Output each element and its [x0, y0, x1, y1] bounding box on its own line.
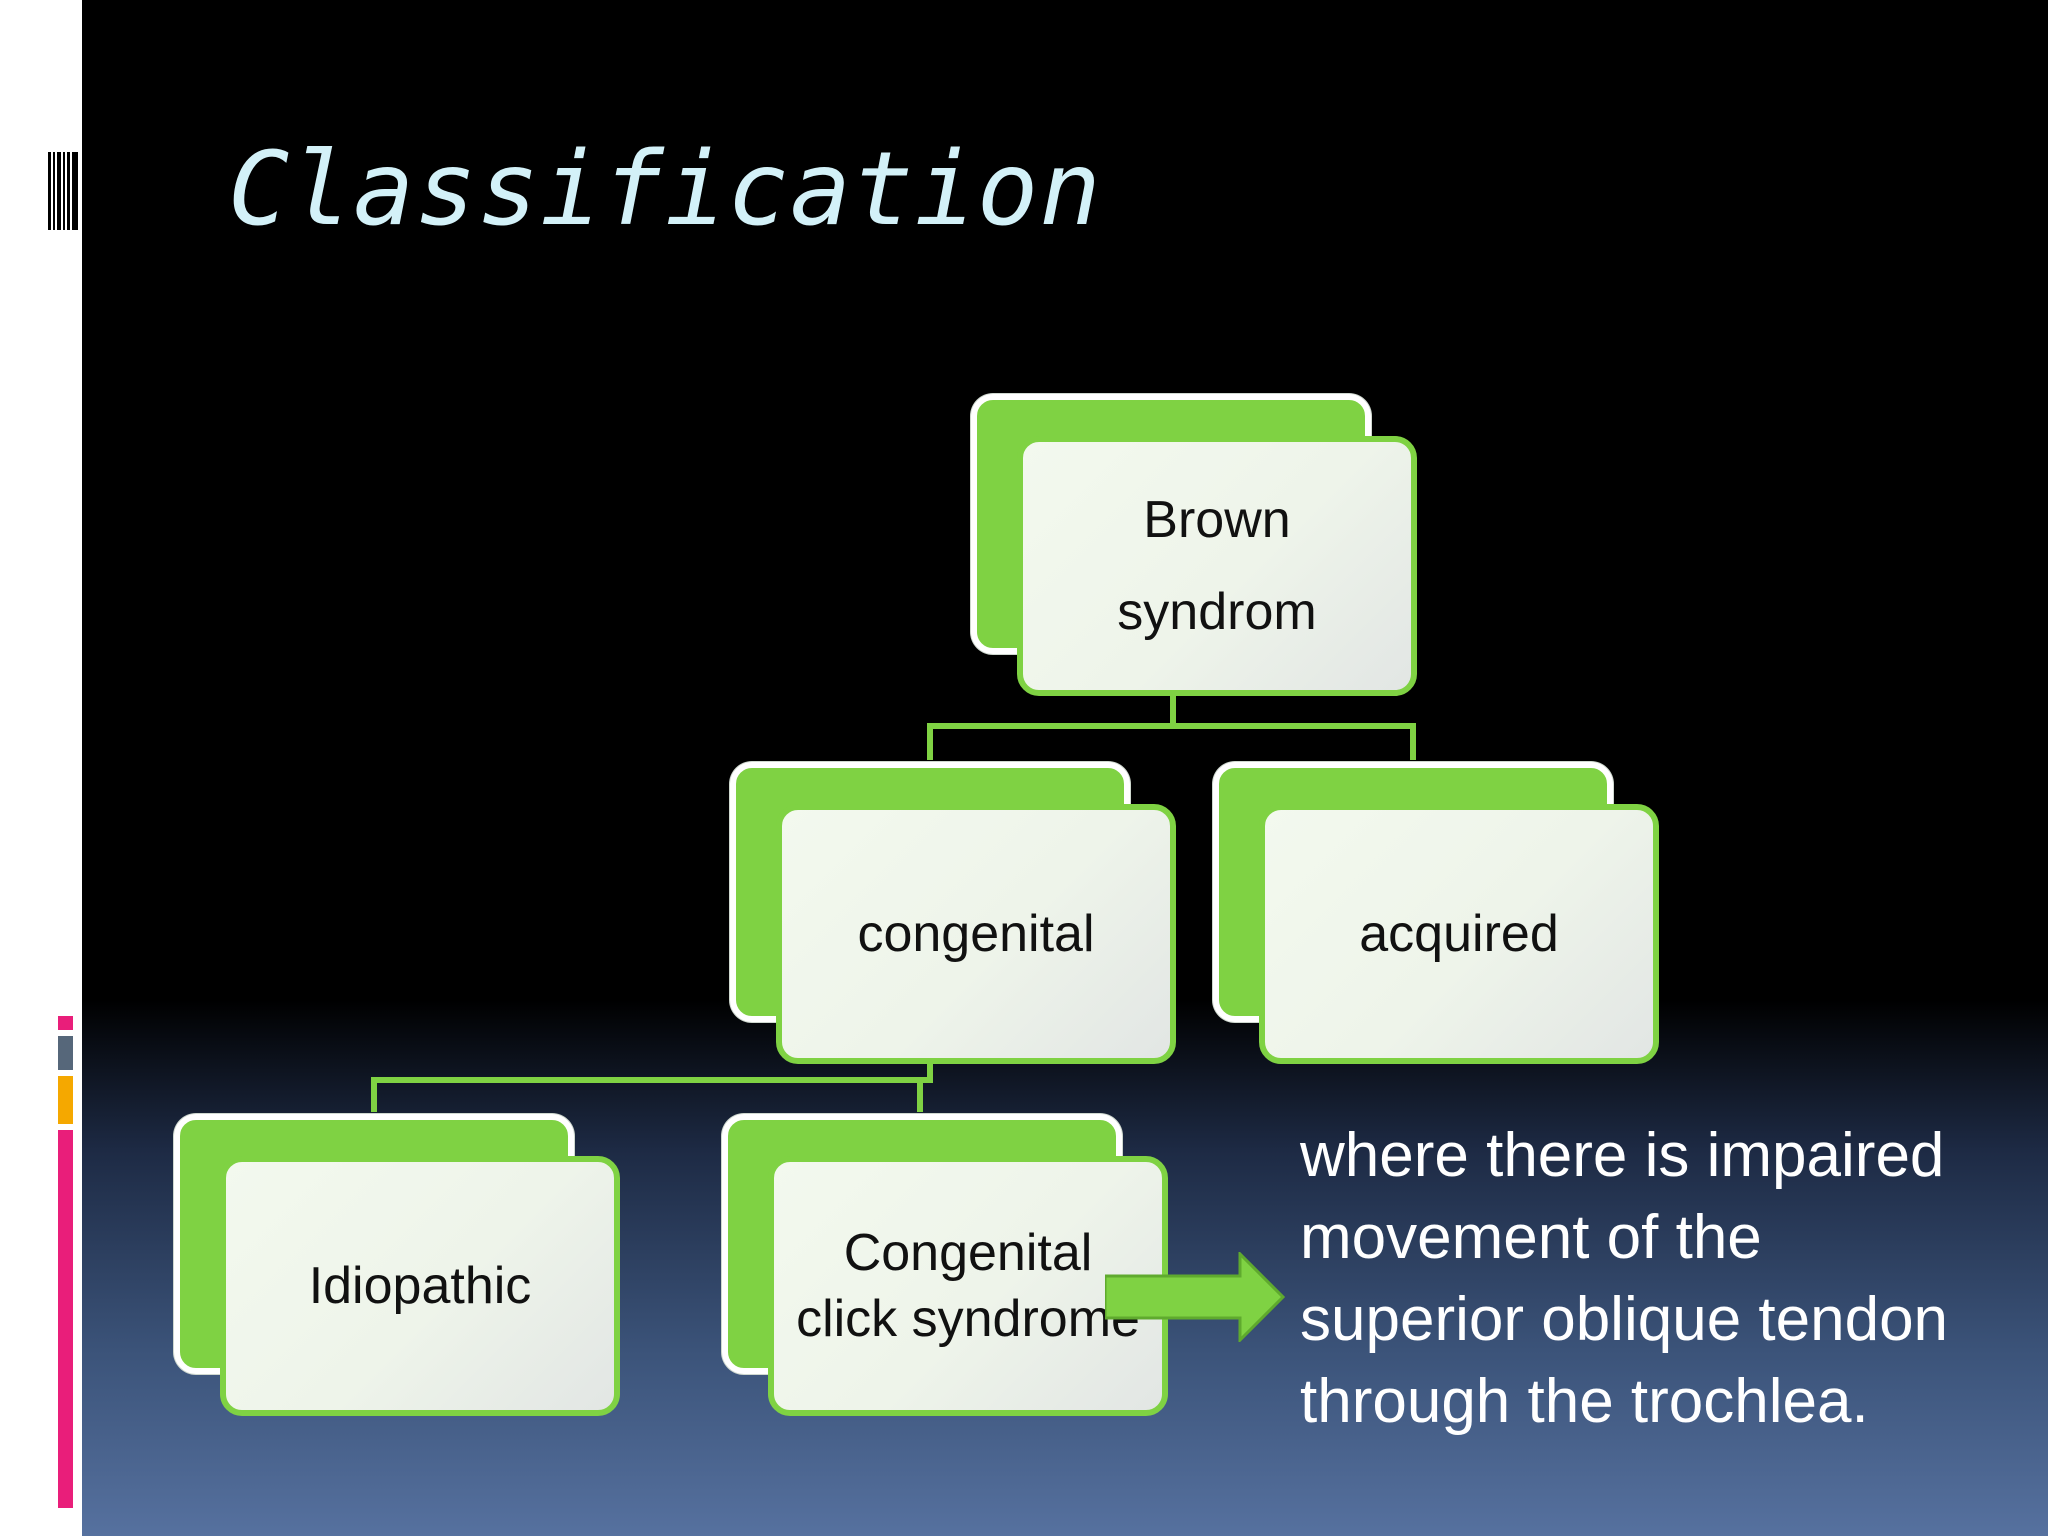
node-label: acquired — [1359, 905, 1559, 963]
stripe-orange — [58, 1076, 73, 1124]
node-label: Brown syndrom — [1117, 491, 1317, 641]
node-label: Congenital click syndrome — [796, 1224, 1140, 1348]
stripe-pink — [58, 1130, 73, 1508]
node-label: congenital — [857, 905, 1095, 963]
connector-root — [927, 690, 1416, 760]
stripe-gray — [58, 1036, 73, 1070]
page-title: Classification — [228, 130, 1102, 249]
barcode-decoration — [48, 152, 78, 230]
description-text: where there is impaired movement of the … — [1300, 1121, 1949, 1436]
node-label: Idiopathic — [308, 1257, 532, 1315]
stripe-pink-top — [58, 1016, 73, 1030]
arrow-right-icon — [1105, 1252, 1285, 1342]
connector-congenital — [371, 1054, 933, 1112]
